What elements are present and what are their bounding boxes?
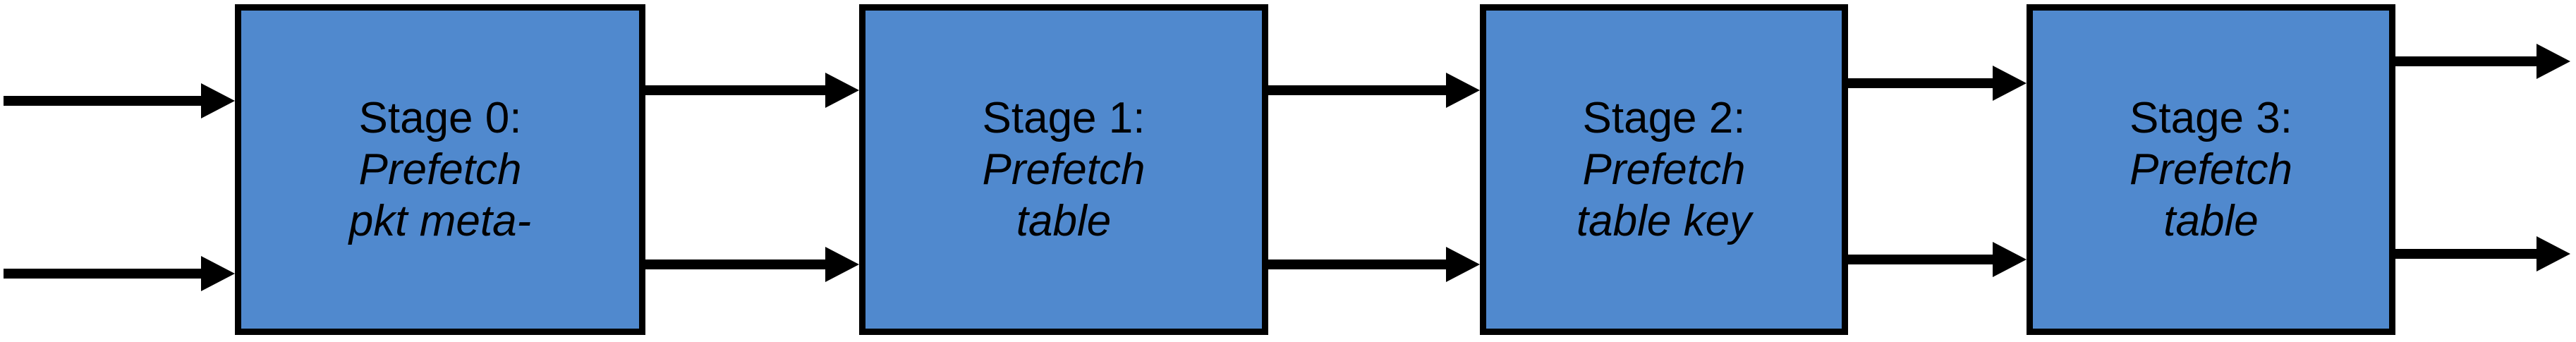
arrow-shaft: [1845, 78, 1995, 88]
stage-title: Stage 2:: [1582, 93, 1746, 142]
arrow-shaft: [2393, 56, 2539, 66]
arrowhead-icon: [1993, 66, 2027, 101]
arrow-shaft: [4, 269, 204, 279]
stage-description-line-2: table key: [1576, 197, 1752, 246]
stage-title: Stage 1:: [982, 93, 1146, 142]
stage-description-line-2: pkt meta-: [348, 197, 532, 246]
stage-description-line-1: Prefetch: [1582, 145, 1746, 194]
stage-description-line-1: Prefetch: [358, 145, 522, 194]
stage-description-line-1: Prefetch: [2130, 145, 2292, 194]
arrow-shaft: [4, 96, 204, 106]
arrowhead-icon: [2536, 44, 2570, 79]
arrow-shaft: [640, 259, 828, 269]
arrowhead-icon: [1993, 242, 2027, 277]
arrowhead-icon: [201, 256, 235, 291]
arrow-shaft: [640, 85, 828, 95]
arrowhead-icon: [825, 247, 859, 282]
stage-description-line-2: table: [2163, 197, 2259, 246]
stage-title: Stage 3:: [2130, 93, 2292, 142]
arrow-shaft: [1265, 85, 1449, 95]
arrowhead-icon: [1446, 73, 1480, 108]
arrowhead-icon: [2536, 236, 2570, 271]
arrow-shaft: [1265, 259, 1449, 269]
arrow-shaft: [2393, 249, 2539, 259]
arrowhead-icon: [201, 83, 235, 118]
stage-description-line-2: table: [1016, 197, 1112, 246]
arrow-shaft: [1845, 255, 1995, 264]
stage-description-line-1: Prefetch: [982, 145, 1146, 194]
arrowhead-icon: [825, 73, 859, 108]
stage-title: Stage 0:: [358, 93, 522, 142]
arrowhead-icon: [1446, 247, 1480, 282]
